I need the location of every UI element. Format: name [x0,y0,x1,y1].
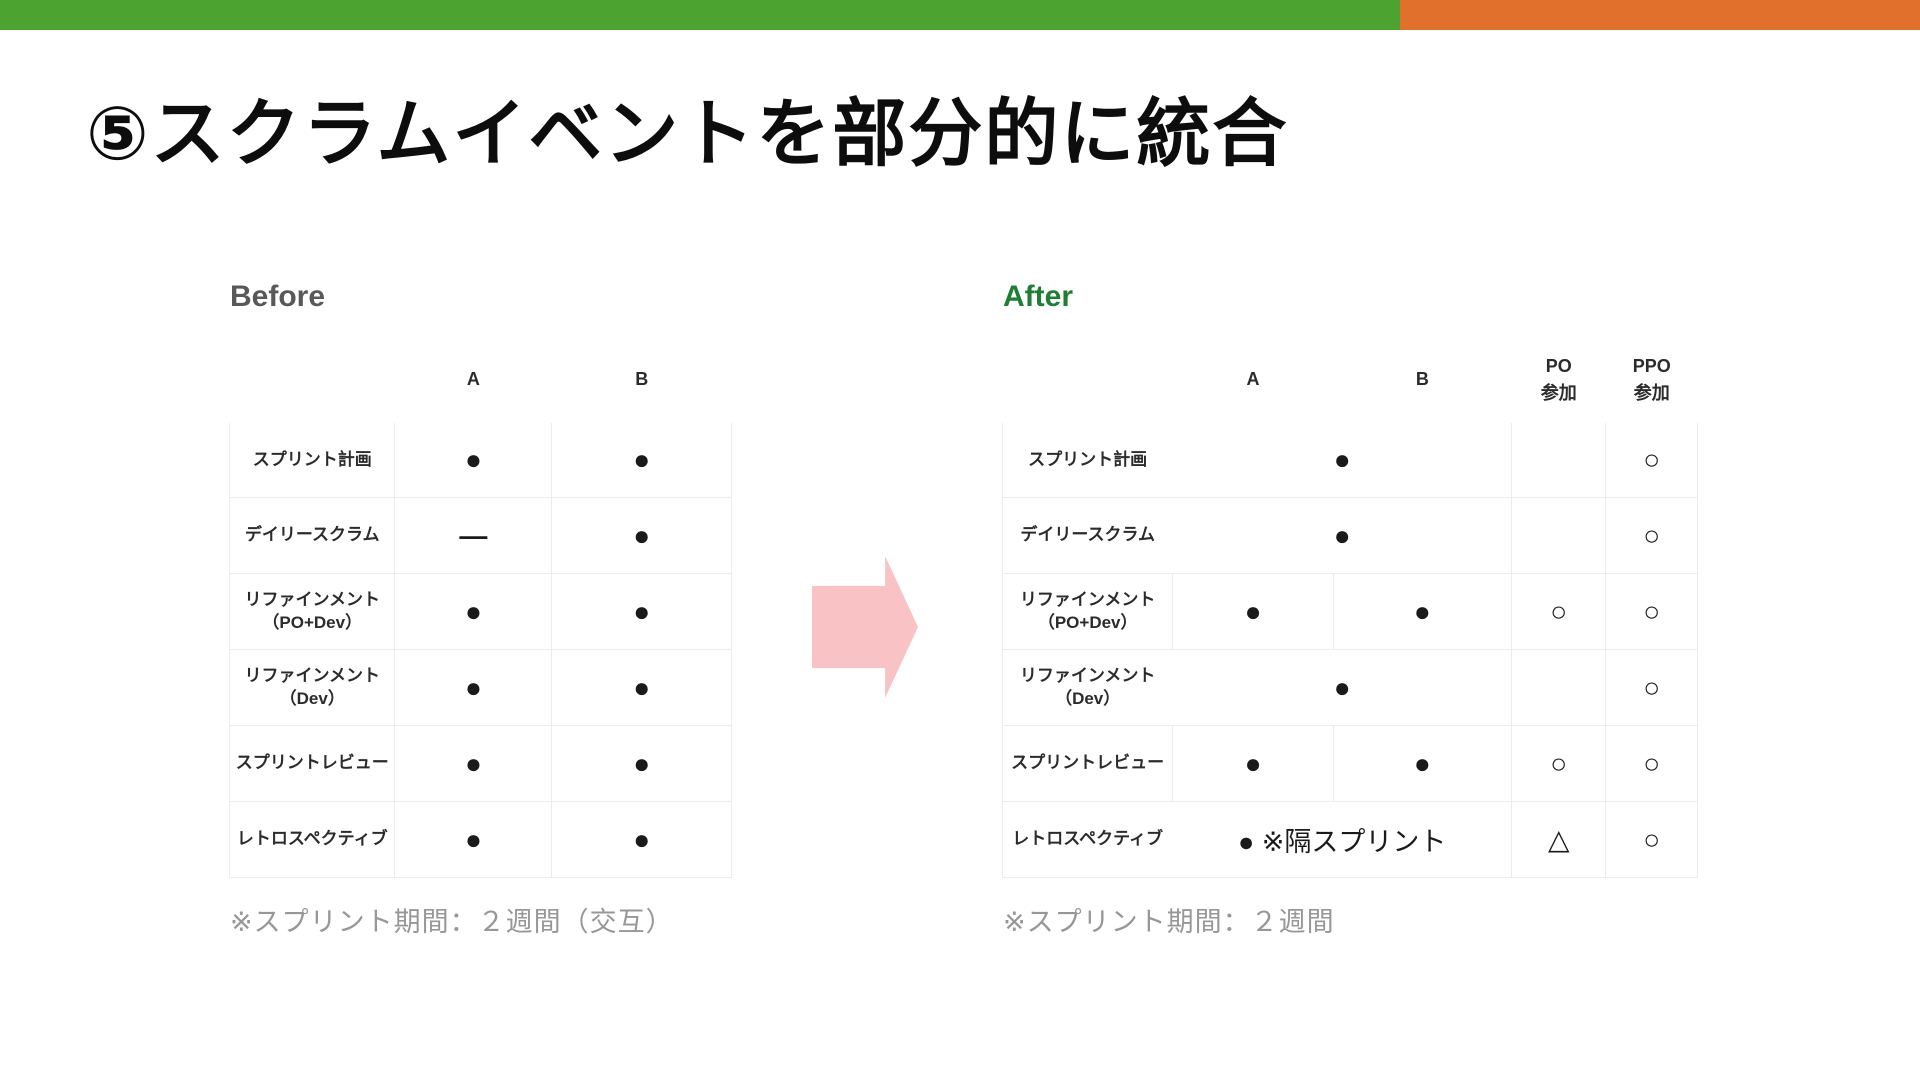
table-row: リファインメント （PO+Dev） ● ● [228,573,732,650]
after-table: A B PO 参加 PPO 参加 スプリント計画 ● ○ デイリースクラム ● [1000,336,1699,878]
mark-cell-b: ● [551,725,732,802]
row-label: デイリースクラム [228,497,396,574]
mark-cell-ppo: ○ [1605,497,1698,574]
before-header-team-b: B [550,336,733,423]
mark-cell-po [1511,649,1607,726]
mark-cell-b: ● [1332,573,1513,650]
before-panel: Before A B スプリント計画 ● ● デイリースクラム ― [227,280,733,939]
table-row: スプリントレビュー ● ● ○ ○ [1001,725,1698,802]
table-row: スプリントレビュー ● ● [228,725,732,802]
mark-cell-a: ● [1172,725,1334,802]
before-footnote: ※スプリント期間：２週間（交互） [230,907,674,937]
mark-cell-b: ● [1332,725,1513,802]
row-label: スプリント計画 [1001,421,1174,498]
table-row: レトロスペクティブ ● ※隔スプリント △ ○ [1001,801,1698,878]
after-heading: After [1003,280,1074,313]
row-label: レトロスペクティブ [1001,801,1174,878]
mark-cell-po: ○ [1511,573,1607,650]
row-label: リファインメント （PO+Dev） [228,573,396,650]
after-header-ppo-attend: PPO 参加 [1604,336,1699,423]
after-header-row: A B PO 参加 PPO 参加 [1000,336,1699,423]
after-header-po-attend: PO 参加 [1510,336,1608,423]
merged-mark-cell-ab: ● [1172,649,1513,726]
accent-bar-orange-segment [1400,0,1920,30]
table-row: リファインメント （Dev） ● ○ [1001,649,1698,726]
mark-cell-a: ● [394,421,553,498]
row-label: スプリント計画 [228,421,396,498]
mark-cell-ppo: ○ [1605,649,1698,726]
after-panel: After A B PO 参加 PPO 参加 スプリント計画 ● ○ [1000,280,1699,939]
row-label: リファインメント （Dev） [228,649,396,726]
table-row: スプリント計画 ● ○ [1001,421,1698,498]
before-table: A B スプリント計画 ● ● デイリースクラム ― ● リファインメント （P… [227,336,733,878]
before-heading: Before [230,280,326,313]
mark-cell-a: ● [394,649,553,726]
row-label: スプリントレビュー [228,725,396,802]
mark-cell-a: ● [394,801,553,878]
mark-cell-po [1511,421,1607,498]
top-accent-bar [0,0,1920,30]
mark-cell-ppo: ○ [1605,573,1698,650]
mark-cell-a: ― [394,497,553,574]
after-header-empty-cell [1000,336,1175,423]
table-row: リファインメント （Dev） ● ● [228,649,732,726]
before-header-row: A B [227,336,733,423]
mark-cell-a: ● [394,725,553,802]
merged-mark-cell-ab: ● [1172,421,1513,498]
mark-cell-b: ● [551,649,732,726]
table-row: レトロスペクティブ ● ● [228,801,732,878]
after-footnote: ※スプリント期間：２週間 [1003,907,1335,937]
mark-cell-po: ○ [1511,725,1607,802]
after-header-team-a: A [1171,336,1335,423]
row-label: リファインメント （Dev） [1001,649,1174,726]
after-header-team-b: B [1331,336,1514,423]
before-header-team-a: A [393,336,554,423]
mark-cell-ppo: ○ [1605,801,1698,878]
row-label: リファインメント （PO+Dev） [1001,573,1174,650]
table-row: リファインメント （PO+Dev） ● ● ○ ○ [1001,573,1698,650]
table-row: デイリースクラム ― ● [228,497,732,574]
mark-cell-a: ● [394,573,553,650]
table-row: スプリント計画 ● ● [228,421,732,498]
merged-note-cell-ab: ● ※隔スプリント [1172,801,1513,878]
mark-cell-b: ● [551,497,732,574]
row-label: デイリースクラム [1001,497,1174,574]
before-header-empty-cell [227,336,397,423]
mark-cell-ppo: ○ [1605,421,1698,498]
mark-cell-b: ● [551,421,732,498]
mark-cell-po: △ [1511,801,1607,878]
page-title: ⑤スクラムイベントを部分的に統合 [86,92,1289,175]
mark-cell-a: ● [1172,573,1334,650]
row-label: スプリントレビュー [1001,725,1174,802]
mark-cell-ppo: ○ [1605,725,1698,802]
before-after-arrow-icon [812,556,918,698]
merged-mark-cell-ab: ● [1172,497,1513,574]
table-row: デイリースクラム ● ○ [1001,497,1698,574]
mark-cell-b: ● [551,573,732,650]
accent-bar-green-segment [0,0,1400,30]
mark-cell-po [1511,497,1607,574]
mark-cell-b: ● [551,801,732,878]
row-label: レトロスペクティブ [228,801,396,878]
